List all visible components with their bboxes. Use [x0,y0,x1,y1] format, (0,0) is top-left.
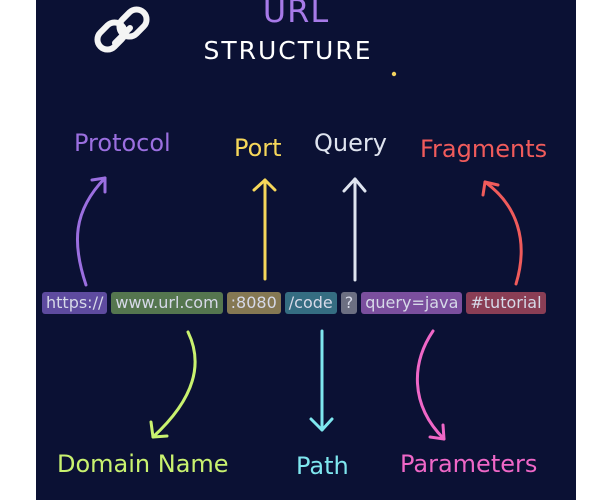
url-path-segment: /code [284,292,337,314]
url-fragment-segment: #tutorial [466,292,546,314]
parameters-label: Parameters [400,450,538,478]
title-underline [100,71,397,77]
url-domain-segment: www.url.com [111,292,223,314]
query-label: Query [314,129,387,157]
url-example: https:// www.url.com :8080 /code ? query… [42,291,546,315]
title-structure: STRUCTURE [203,36,373,65]
path-label: Path [296,452,349,480]
url-port-segment: :8080 [226,292,281,314]
path-arrow [309,329,334,432]
fragments-arrow [481,180,523,286]
fragments-label: Fragments [420,135,548,163]
chain-link-icon [94,6,150,53]
infographic-panel: URL STRUCTURE Protocol Port Query Fragme… [36,0,576,500]
domain-name-arrow [149,330,197,439]
query-arrow [342,177,367,282]
port-label: Port [234,134,282,162]
domain-name-label: Domain Name [57,450,229,478]
url-parameters-segment: query=java [361,292,463,314]
title-url: URL [262,0,330,30]
arrows-layer [75,176,523,441]
protocol-arrow [75,176,107,287]
url-protocol-segment: https:// [42,292,108,314]
protocol-label: Protocol [74,129,171,157]
port-arrow [252,178,277,281]
url-query-mark-segment: ? [340,292,358,314]
parameters-arrow [416,329,446,441]
